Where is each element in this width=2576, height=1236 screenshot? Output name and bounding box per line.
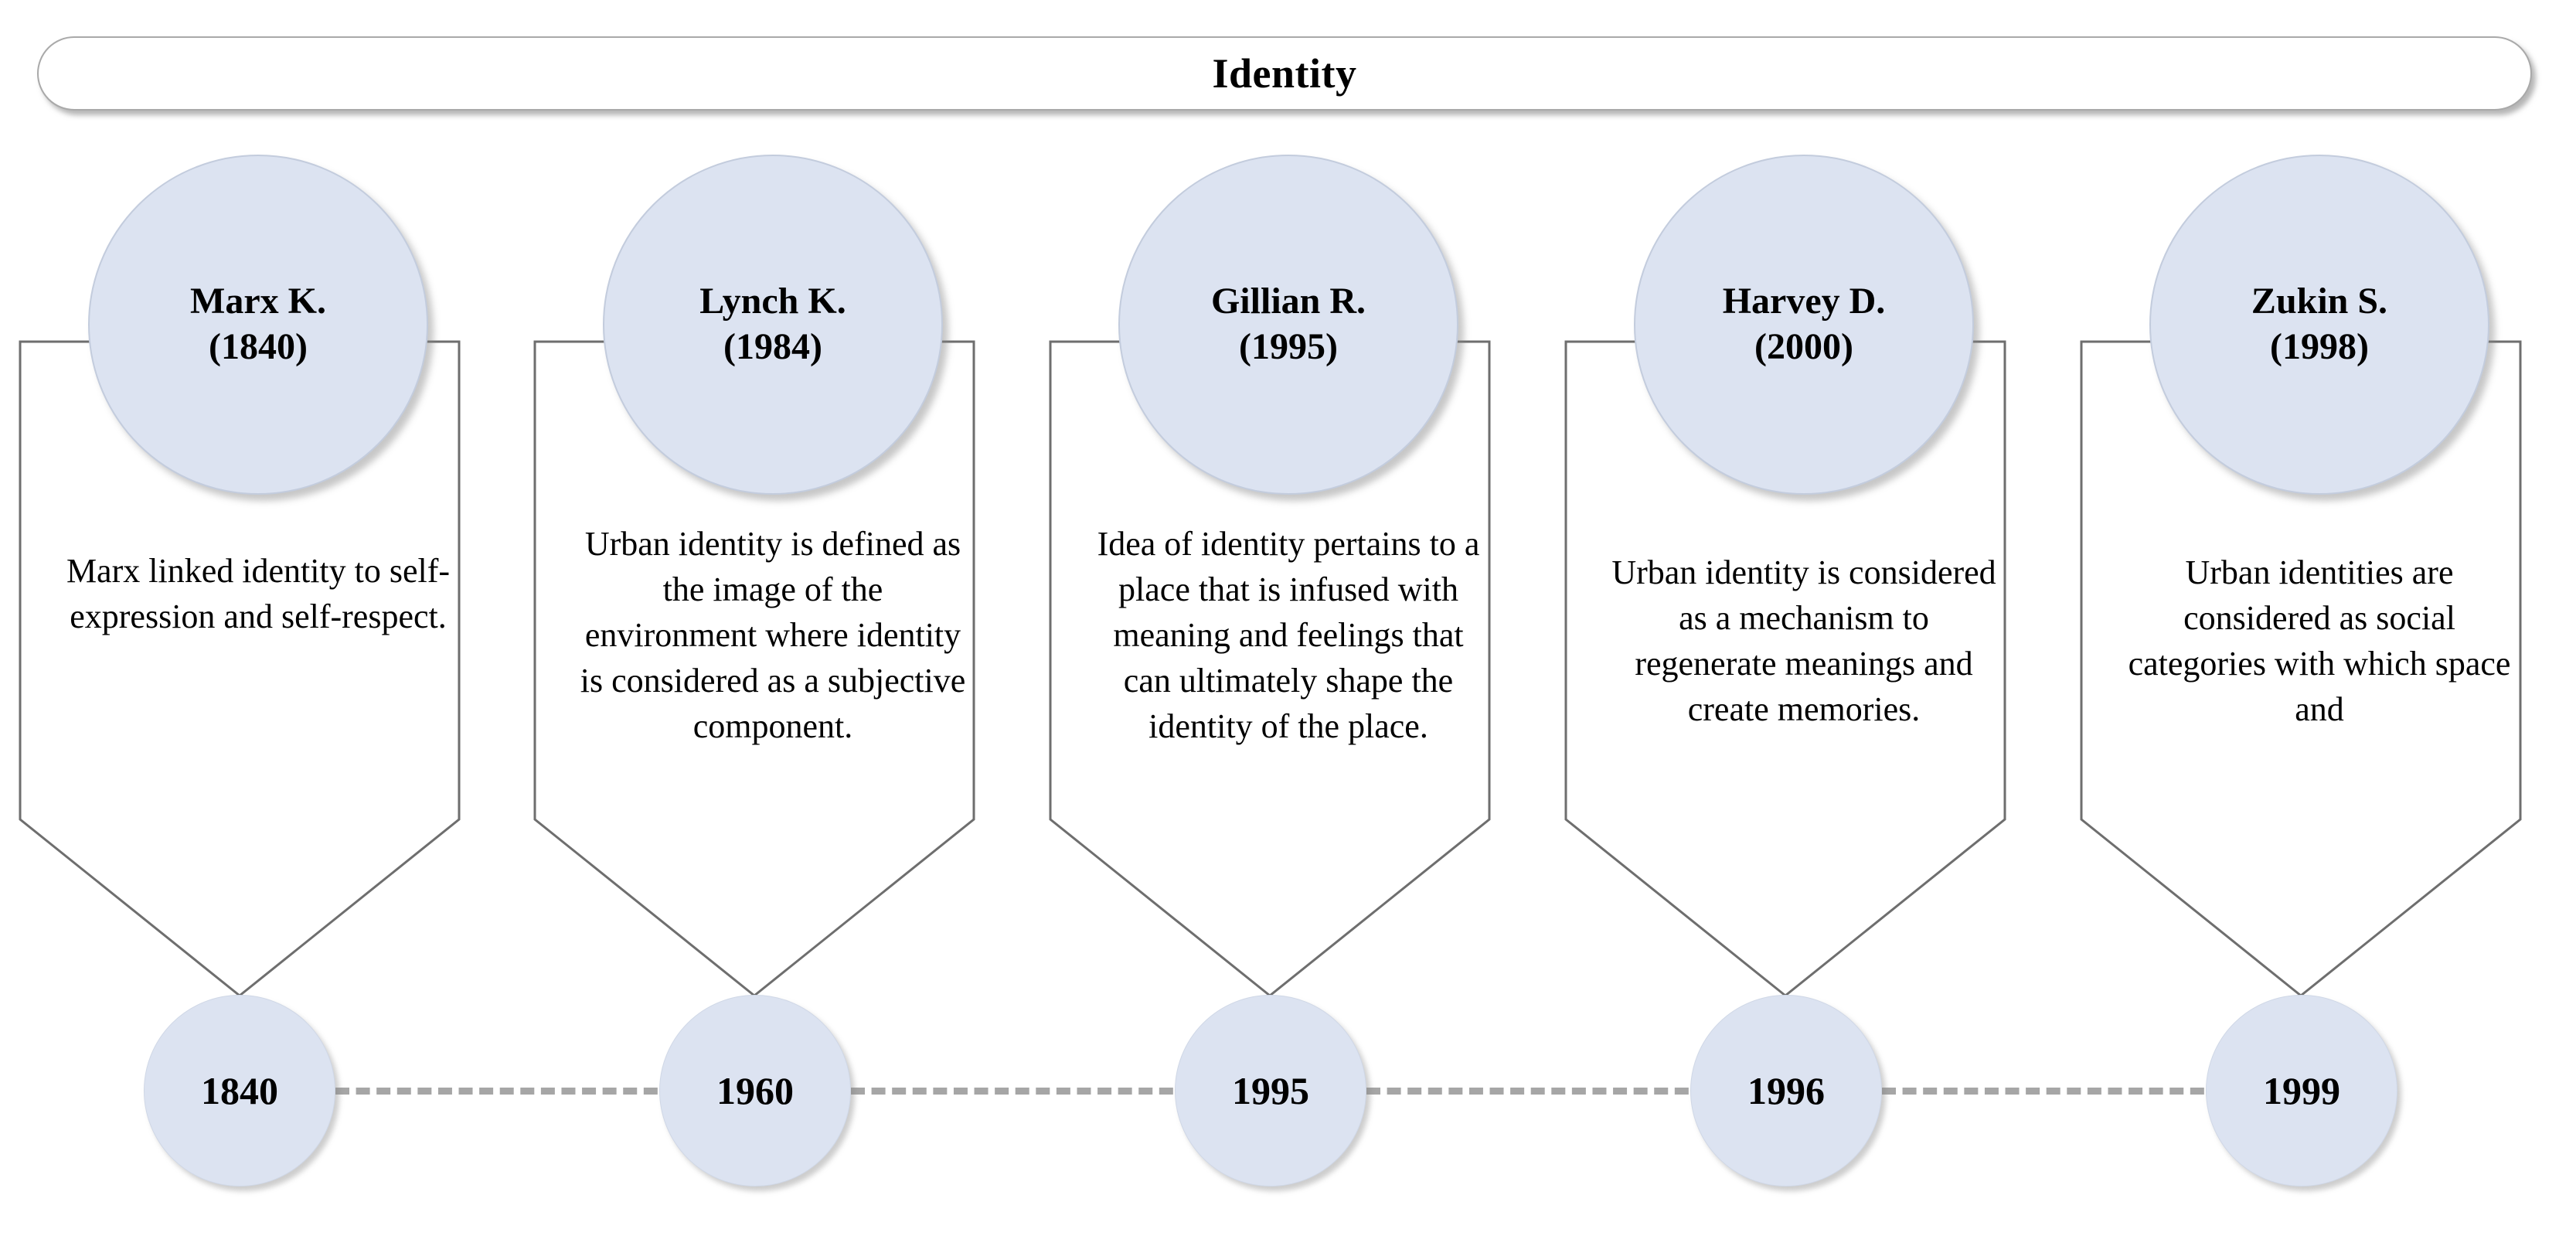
author-name-4: Harvey D. [1722, 281, 1886, 322]
timeline-node-3: 1995 [1175, 995, 1366, 1187]
author-name-2: Lynch K. [699, 281, 846, 322]
timeline-year-4: 1996 [1747, 1069, 1825, 1112]
timeline-year-5: 1999 [2263, 1069, 2340, 1112]
author-name-1: Marx K. [190, 281, 326, 322]
author-circle-3: Gillian R. (1995) [1118, 155, 1458, 495]
diagram-title-bar: Identity [37, 36, 2532, 111]
author-year-5: (1998) [2270, 326, 2369, 367]
description-2: Urban identity is defined as the image o… [580, 525, 966, 745]
timeline-year-2: 1960 [716, 1069, 794, 1112]
timeline-node-4: 1996 [1690, 995, 1882, 1187]
column-2: Lynch K. (1984) Urban identity is define… [533, 0, 1012, 1236]
column-1: Marx K. (1840) Marx linked identity to s… [19, 0, 498, 1236]
timeline-connector-1-2 [335, 1088, 699, 1095]
column-3: Gillian R. (1995) Idea of identity perta… [1049, 0, 1528, 1236]
author-year-2: (1984) [723, 326, 822, 367]
timeline-connector-4-5 [1882, 1088, 2245, 1095]
author-name-5: Zukin S. [2251, 281, 2388, 322]
author-year-4: (2000) [1754, 326, 1853, 367]
timeline-node-5: 1999 [2206, 995, 2397, 1187]
column-5: Zukin S. (1998) Urban identities are con… [2080, 0, 2559, 1236]
author-year-3: (1995) [1239, 326, 1338, 367]
author-year-1: (1840) [209, 326, 308, 367]
author-circle-2: Lynch K. (1984) [603, 155, 943, 495]
description-3: Idea of identity pertains to a place tha… [1097, 525, 1480, 745]
description-1: Marx linked identity to self-expression … [66, 552, 451, 635]
description-4: Urban identity is considered as a mechan… [1611, 553, 1996, 728]
description-5: Urban identities are considered as socia… [2128, 553, 2511, 728]
timeline-connector-2-3 [851, 1088, 1214, 1095]
author-name-3: Gillian R. [1210, 281, 1366, 322]
author-circle-4: Harvey D. (2000) [1634, 155, 1974, 495]
author-circle-5: Zukin S. (1998) [2149, 155, 2489, 495]
timeline-year-3: 1995 [1232, 1069, 1309, 1112]
column-4: Harvey D. (2000) Urban identity is consi… [1564, 0, 2043, 1236]
timeline-node-1: 1840 [144, 995, 335, 1187]
page-title: Identity [1212, 50, 1357, 97]
author-circle-1: Marx K. (1840) [88, 155, 428, 495]
timeline-connector-3-4 [1366, 1088, 1730, 1095]
timeline-node-2: 1960 [659, 995, 851, 1187]
timeline-year-1: 1840 [201, 1069, 278, 1112]
